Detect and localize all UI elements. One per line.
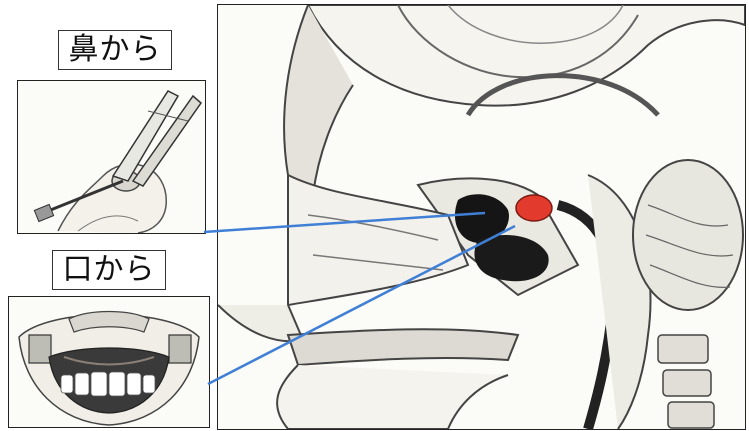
nasal-route-arrow bbox=[204, 213, 485, 232]
oral-route-arrow bbox=[208, 226, 515, 384]
